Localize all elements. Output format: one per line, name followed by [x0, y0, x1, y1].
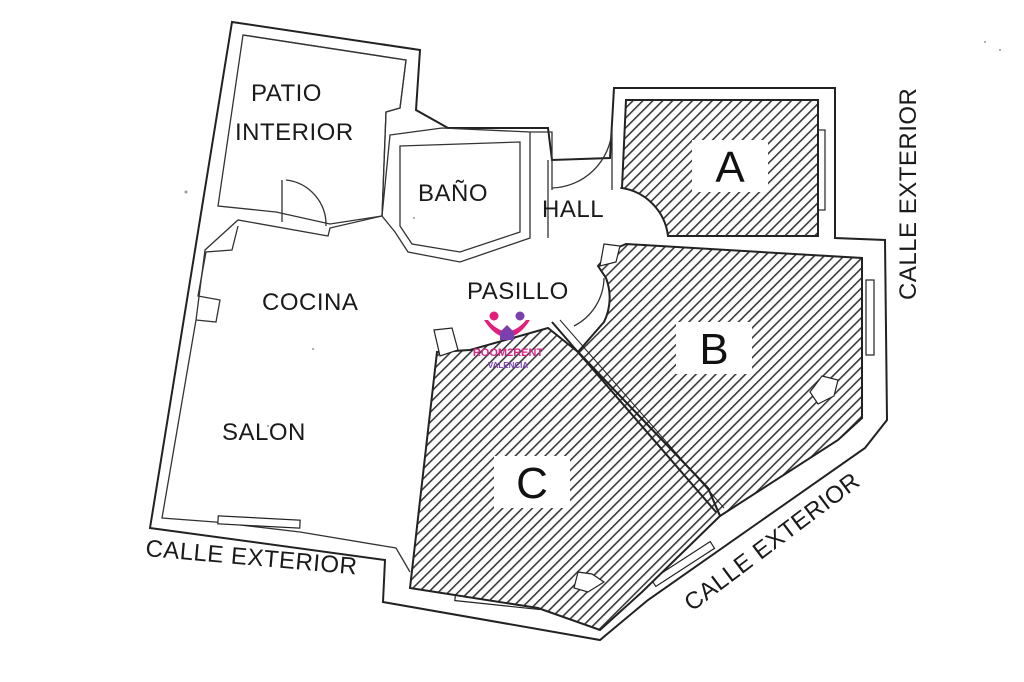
logo-figure-left-icon — [489, 311, 499, 321]
zone-b-letter: B — [699, 325, 728, 374]
zone-a-box — [692, 140, 768, 192]
pillar-pasillo — [433, 327, 459, 357]
bano-inner — [399, 141, 521, 253]
pillar-b — [809, 375, 839, 405]
zone-a-letter: A — [715, 143, 745, 192]
street-label-right: CALLE EXTERIOR — [895, 88, 922, 300]
room-label-cocina: COCINA — [262, 289, 358, 316]
watermark-logo: ROOM2RENT VALENCIA — [473, 311, 544, 370]
zone-c-letter: C — [516, 459, 548, 508]
bc-divider — [551, 321, 717, 513]
logo-figure-right-icon — [515, 311, 525, 321]
logo-city-text: VALENCIA — [488, 361, 529, 370]
salon-left-jog — [195, 225, 239, 323]
bano-walls — [381, 127, 531, 263]
zone-b-box — [676, 322, 752, 374]
pasillo-door-arc — [573, 277, 605, 327]
room-label-patio-2: INTERIOR — [235, 119, 354, 146]
room-label-hall: HALL — [542, 196, 604, 223]
room-label-pasillo: PASILLO — [467, 278, 569, 305]
zone-c-box — [494, 456, 570, 508]
patio-door-arc — [285, 179, 327, 227]
scan-specks — [184, 41, 1001, 427]
pillar-hall — [599, 243, 621, 267]
bc-divider-inner — [559, 319, 725, 509]
room-label-bano: BAÑO — [418, 180, 488, 207]
room-label-salon: SALON — [222, 419, 306, 446]
room-label-patio-1: PATIO — [251, 80, 322, 107]
hall-walls — [530, 131, 553, 238]
zone-b-area — [576, 242, 863, 518]
logo-house-icon — [500, 325, 514, 340]
pillar-c — [573, 571, 606, 593]
logo-brand-text: ROOM2RENT — [473, 347, 544, 359]
hall-door-arc — [551, 129, 613, 189]
